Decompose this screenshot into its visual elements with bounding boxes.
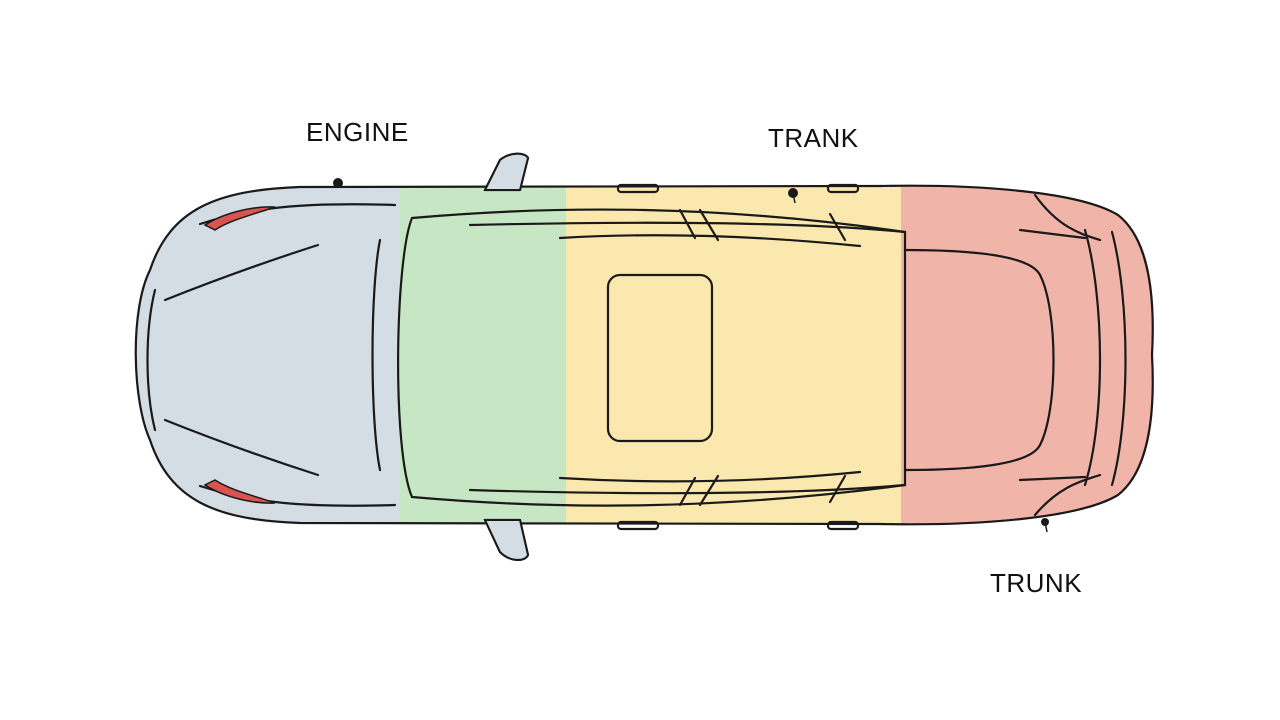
left-headlight bbox=[203, 206, 276, 231]
trunk-zone bbox=[901, 185, 1153, 525]
trank-label: TRANK bbox=[768, 123, 859, 153]
trunk-label: TRUNK bbox=[990, 568, 1083, 598]
sunroof bbox=[606, 273, 714, 443]
right-headlight bbox=[203, 479, 276, 504]
engine-label: ENGINE bbox=[306, 117, 409, 147]
car-body-outline bbox=[134, 184, 1154, 526]
front-cabin-zone bbox=[400, 185, 566, 525]
rear-cabin-zone bbox=[566, 185, 901, 525]
engine-zone bbox=[135, 185, 400, 525]
